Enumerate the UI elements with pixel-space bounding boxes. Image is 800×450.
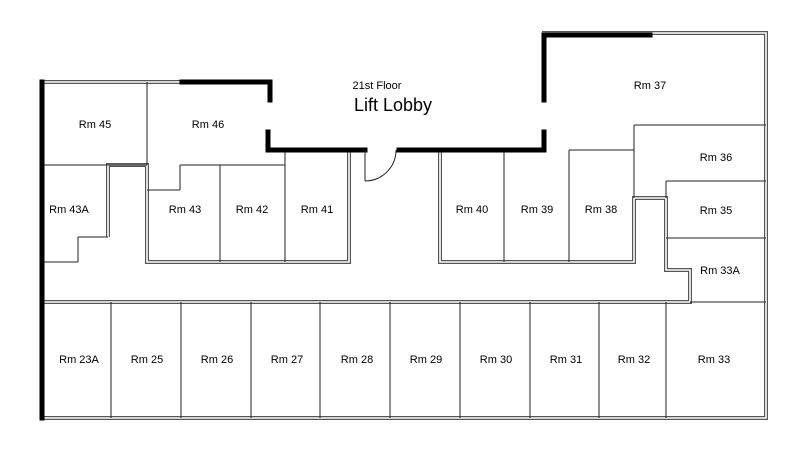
room-rm23a[interactable]: Rm 23A [59,354,99,366]
room-rm36[interactable]: Rm 36 [700,152,732,164]
room-rm29[interactable]: Rm 29 [410,354,442,366]
room-rm27[interactable]: Rm 27 [271,354,303,366]
corridor-walls [42,150,692,304]
room-rm31[interactable]: Rm 31 [550,354,582,366]
partitions [42,82,766,418]
room-rm43a[interactable]: Rm 43A [49,204,89,216]
room-rm40[interactable]: Rm 40 [456,204,488,216]
core-walls [39,32,653,421]
room-rm38[interactable]: Rm 38 [585,204,617,216]
room-rm37[interactable]: Rm 37 [634,80,666,92]
room-rm33a[interactable]: Rm 33A [700,265,740,277]
room-rm32[interactable]: Rm 32 [618,354,650,366]
room-rm39[interactable]: Rm 39 [521,204,553,216]
lobby-door[interactable] [364,149,397,182]
room-rm30[interactable]: Rm 30 [480,354,512,366]
room-rm46[interactable]: Rm 46 [192,119,224,131]
room-rm45[interactable]: Rm 45 [79,119,111,131]
room-rm42[interactable]: Rm 42 [236,204,268,216]
room-rm25[interactable]: Rm 25 [131,354,163,366]
room-rm33[interactable]: Rm 33 [698,354,730,366]
room-rm28[interactable]: Rm 28 [341,354,373,366]
room-rm35[interactable]: Rm 35 [700,205,732,217]
floor-label: 21st Floor [353,80,402,92]
lift-lobby-label: Lift Lobby [354,95,432,115]
room-rm41[interactable]: Rm 41 [301,204,333,216]
room-rm43[interactable]: Rm 43 [169,204,201,216]
room-rm26[interactable]: Rm 26 [201,354,233,366]
